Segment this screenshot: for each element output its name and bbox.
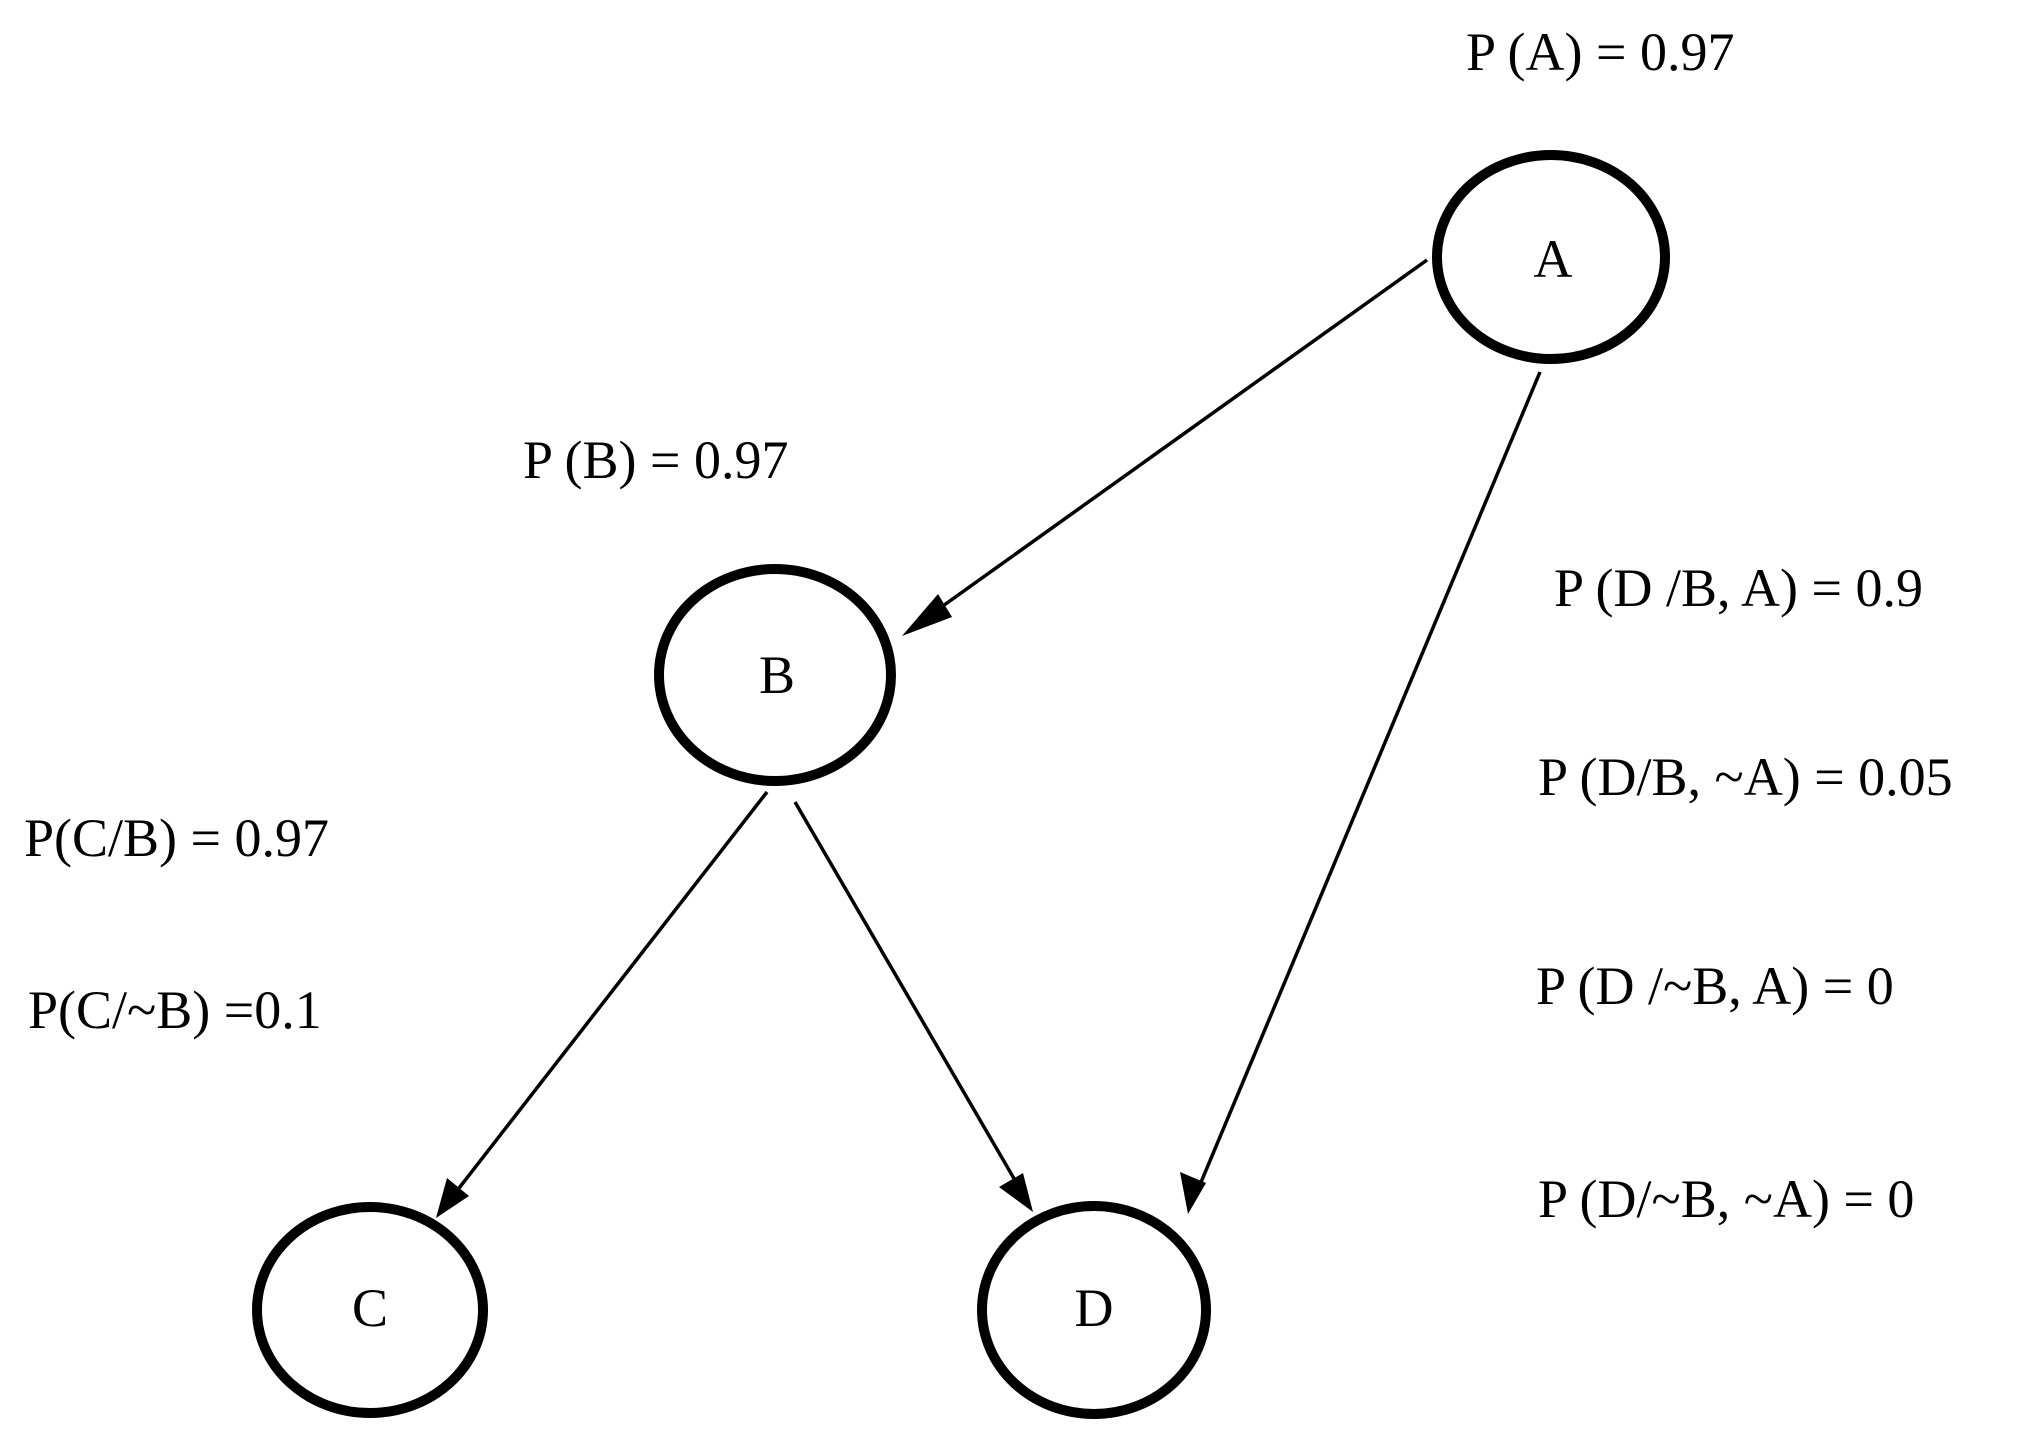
- edge-a-to-b-arrowhead: [902, 594, 952, 636]
- edge-b-to-d-arrowhead: [999, 1173, 1033, 1212]
- node-a-label: A: [1534, 229, 1573, 289]
- prob-c-given-not-b-label: P(C/~B) =0.1: [28, 980, 322, 1040]
- node-d: D: [977, 1201, 1211, 1419]
- prob-b-label: P (B) = 0.97: [523, 430, 788, 490]
- edge-b-to-c: [447, 790, 769, 1203]
- prob-d-given-not-b-a-label: P (D /~B, A) = 0: [1536, 956, 1894, 1016]
- prob-d-given-b-not-a-label: P (D/B, ~A) = 0.05: [1538, 747, 1953, 807]
- node-a: A: [1432, 150, 1670, 364]
- prob-a-label: P (A) = 0.97: [1466, 22, 1734, 82]
- node-d-label: D: [1075, 1278, 1114, 1338]
- edge-b-to-d: [793, 801, 1025, 1195]
- edge-a-to-b: [910, 258, 1429, 630]
- edge-b-to-c-arrowhead: [436, 1178, 469, 1218]
- prob-c-given-b-label: P(C/B) = 0.97: [24, 808, 329, 868]
- node-c-label: C: [352, 1278, 388, 1338]
- prob-d-given-b-a-label: P (D /B, A) = 0.9: [1554, 558, 1923, 618]
- edge-a-to-d-arrowhead: [1180, 1172, 1206, 1214]
- node-b: B: [654, 564, 896, 786]
- node-c: C: [252, 1202, 488, 1418]
- edge-a-to-d: [1192, 371, 1542, 1200]
- prob-d-given-not-b-not-a-label: P (D/~B, ~A) = 0: [1538, 1169, 1914, 1229]
- node-b-label: B: [759, 645, 795, 705]
